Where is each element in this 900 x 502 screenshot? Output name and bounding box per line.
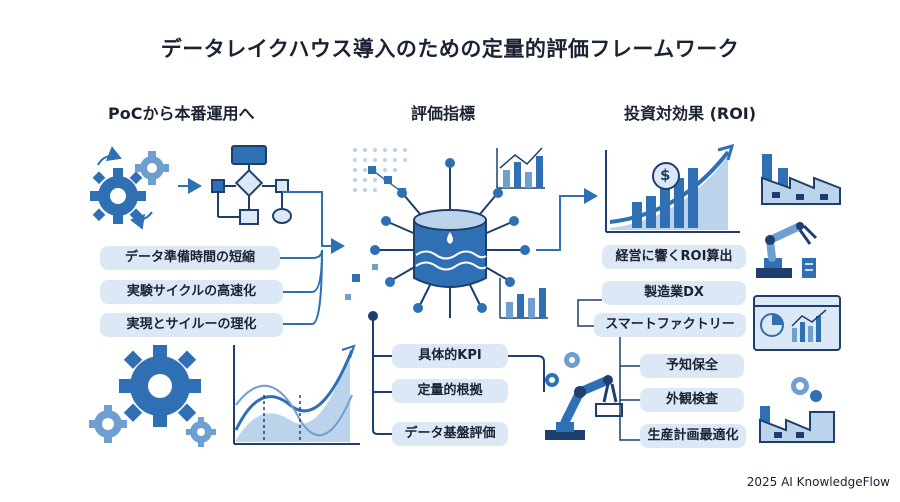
right-sub-item-production-planning: 生産計画最適化 [640,424,746,448]
left-gears-icon [90,146,169,230]
flowchart-icon [211,145,292,225]
right-item-manufacturing-dx: 製造業DX [602,281,746,305]
dashboard-monitor-icon [753,295,841,351]
hub-spokes [378,165,522,318]
left-connectors [280,191,345,325]
left-item-experiment-cycle: 実験サイクルの高速化 [100,280,283,304]
robot-arm-icon [545,352,623,440]
trend-chart-icon [233,344,360,445]
factory-top-icon [761,154,841,205]
page-title: データレイクハウス導入のための定量的評価フレームワーク [160,37,740,61]
roi-growth-chart-icon [605,143,740,233]
right-item-roi-calc: 経営に響くROI算出 [602,245,746,269]
left-item-data-prep: データ準備時間の短縮 [100,246,280,270]
section-title-metrics: 評価指標 [411,104,476,123]
mini-bar-chart-top-icon [496,147,545,189]
center-item-kpi: 具体的KPI [392,344,508,368]
industrial-robot-icon [756,222,818,278]
database-icon [413,209,487,288]
factory-bottom-icon [759,377,835,443]
footer-credit: 2025 AI KnowledgeFlow [746,475,890,489]
right-connectors [577,299,640,441]
section-title-roi: 投資対効果 (ROI) [624,104,757,123]
hub-nodes [370,158,530,313]
left-item-realization: 実現とサイルーの理化 [100,313,283,337]
mini-bar-chart-bottom-icon [499,278,548,319]
dot-matrix-decoration [353,148,407,192]
center-item-platform-eval: データ基盤評価 [392,422,508,446]
right-item-smart-factory: スマートファクトリー [594,313,746,337]
center-connectors [368,311,545,435]
right-sub-item-predictive-maintenance: 予知保全 [640,354,744,378]
left-bottom-gears-icon [89,345,216,447]
dollar-icon: $ [660,166,671,184]
scatter-plot-icon [345,166,406,300]
right-sub-item-visual-inspection: 外観検査 [640,388,744,412]
center-item-evidence: 定量的根拠 [392,379,508,403]
section-title-poc: PoCから本番運用へ [108,104,255,123]
